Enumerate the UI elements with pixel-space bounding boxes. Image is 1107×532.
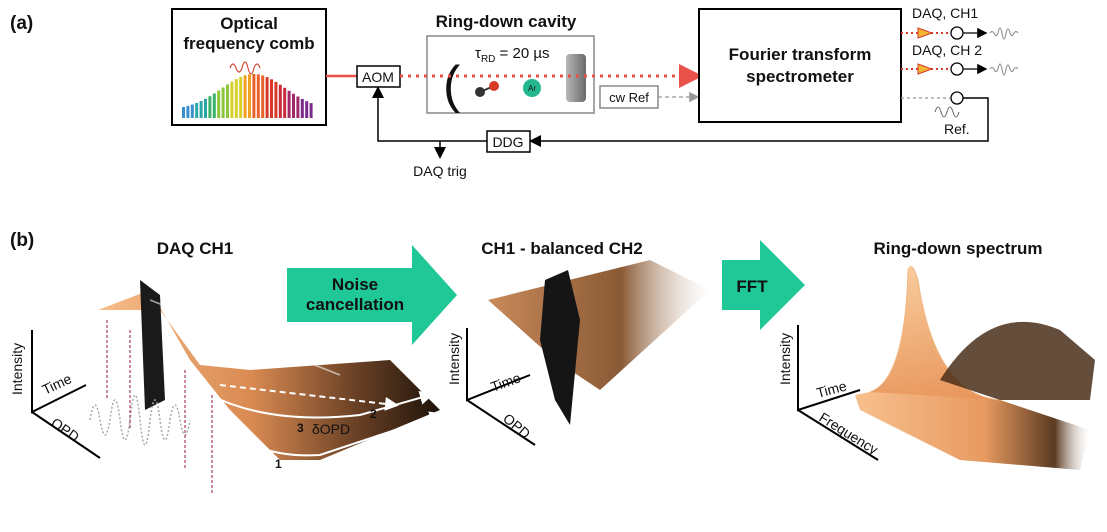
- plot2-y-axis: Intensity: [446, 333, 462, 385]
- comb-line: [248, 74, 251, 118]
- comb-line: [208, 96, 212, 118]
- left-mirror: (: [443, 56, 461, 114]
- comb-line: [283, 87, 287, 118]
- comb-line: [190, 104, 194, 118]
- argon-atom-icon: Ar: [523, 79, 541, 97]
- plot1-title: DAQ CH1: [157, 239, 234, 258]
- plot1-y-axis: Intensity: [9, 343, 25, 395]
- ddg-label: DDG: [492, 134, 523, 150]
- path-label-2: 2: [370, 407, 377, 421]
- comb-line: [221, 87, 225, 118]
- panel-b-label: (b): [10, 230, 34, 251]
- comb-line: [305, 101, 309, 118]
- comb-line: [256, 74, 260, 118]
- comb-line: [274, 81, 278, 118]
- svg-text:Ar: Ar: [528, 84, 536, 93]
- cw-ref-label: cw Ref: [609, 90, 649, 105]
- plot3-surface: [855, 266, 1095, 470]
- comb-line: [226, 84, 229, 118]
- cavity-title: Ring-down cavity: [436, 12, 577, 31]
- comb-line: [239, 76, 243, 118]
- delta-opd-label: δOPD: [312, 421, 350, 437]
- plot3-frequency-axis: Frequency: [816, 409, 881, 458]
- photodetector-icon: [950, 62, 964, 76]
- aom-label: AOM: [362, 69, 394, 85]
- aom-box: AOM: [356, 65, 401, 88]
- comb-line: [309, 103, 313, 118]
- plot1-surface: [89, 280, 444, 495]
- comb-line: [204, 98, 207, 118]
- daq-ch1-label: DAQ, CH1: [912, 5, 978, 21]
- tau-rd-label: τRD = 20 µs: [475, 45, 549, 65]
- plot2-title: CH1 - balanced CH2: [481, 239, 643, 258]
- path-label-1: 1: [275, 457, 282, 471]
- comb-line: [212, 93, 216, 118]
- arrow1-line1: Noise: [332, 275, 378, 294]
- interferogram-burst: [140, 280, 165, 410]
- comb-line: [278, 84, 282, 118]
- comb-line: [265, 77, 269, 118]
- spectrometer-line2: spectrometer: [746, 67, 854, 86]
- plot2-axes: [466, 328, 536, 446]
- ddg-to-aom-line: [372, 86, 487, 142]
- comb-line: [199, 100, 203, 118]
- comb-line: [296, 96, 300, 118]
- interferogram-burst: [540, 270, 580, 425]
- path-3: [209, 391, 434, 419]
- spectrometer-line1: Fourier transform: [729, 45, 872, 64]
- plot1-opd-axis: OPD: [48, 414, 82, 445]
- cw-ref-box: cw Ref: [599, 85, 659, 109]
- daq-trig-label: DAQ trig: [413, 163, 467, 179]
- pulse-icon: [229, 61, 261, 75]
- plot2-opd-axis: OPD: [500, 410, 534, 442]
- plot3-title: Ring-down spectrum: [873, 239, 1042, 258]
- ch1-output: [901, 26, 1019, 40]
- plot3-time-axis: Time: [815, 377, 849, 400]
- fft-label: FFT: [736, 277, 768, 296]
- ref-output: Ref.: [529, 91, 989, 147]
- photodetector-icon: [950, 91, 964, 105]
- ch2-output: [901, 62, 1019, 76]
- comb-line: [234, 79, 238, 118]
- comb-line: [300, 98, 304, 118]
- path-1: [199, 399, 444, 457]
- plot3-y-axis: Intensity: [777, 333, 793, 385]
- ref-label: Ref.: [944, 121, 970, 137]
- comb-line: [182, 106, 185, 118]
- path-label-3: 3: [297, 421, 304, 435]
- panel-a-label: (a): [10, 13, 33, 34]
- arrow1-line2: cancellation: [306, 295, 404, 314]
- right-mirror: [566, 54, 586, 102]
- interferogram-icon: [989, 27, 1019, 40]
- comb-spectrum: [182, 74, 313, 118]
- ft-spectrometer-box: Fourier transform spectrometer: [698, 8, 902, 123]
- molecule-icon: [475, 81, 499, 97]
- comb-line: [195, 102, 199, 118]
- comb-line: [261, 75, 265, 118]
- plot3-axes: [797, 325, 879, 461]
- comb-line: [270, 79, 273, 118]
- comb-line: [243, 75, 247, 118]
- plot2-time-axis: Time: [489, 369, 523, 395]
- noise-cancellation-arrow: Noise cancellation: [287, 245, 457, 345]
- comb-line: [252, 74, 256, 118]
- comb-line: [186, 105, 190, 118]
- fft-arrow: FFT: [722, 240, 805, 330]
- comb-line: [230, 81, 234, 118]
- frequency-comb-box: Optical frequency comb: [171, 8, 327, 126]
- comb-title-line2: frequency comb: [183, 34, 314, 53]
- comb-title-line1: Optical: [220, 14, 278, 33]
- comb-line: [287, 90, 291, 118]
- comb-line: [292, 93, 295, 118]
- plot2-surface: [488, 260, 710, 425]
- comb-line: [217, 90, 221, 118]
- plot1-axes: [31, 330, 101, 459]
- ddg-box: DDG: [486, 130, 531, 153]
- daq-ch2-label: DAQ, CH 2: [912, 42, 982, 58]
- photodetector-icon: [950, 26, 964, 40]
- interferogram-icon: [989, 63, 1019, 76]
